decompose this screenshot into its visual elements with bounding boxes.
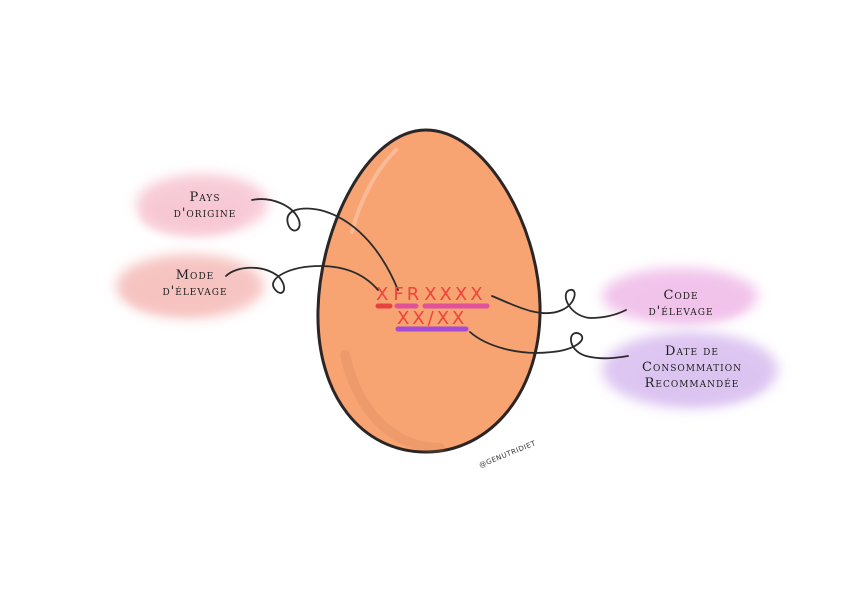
label-background-date <box>602 332 778 408</box>
egg-highlight <box>350 148 398 234</box>
code-underlines <box>375 303 490 332</box>
connector-pays <box>251 198 399 291</box>
label-mode-line-2: d'élevage <box>162 284 228 299</box>
label-date-consommation: Date de Consommation Recommandée <box>612 344 772 392</box>
label-background-pays <box>136 174 268 236</box>
label-date-line-3: Recommandée <box>644 376 740 391</box>
egg-shape <box>316 128 542 454</box>
label-code-line-2: d'élevage <box>648 304 714 319</box>
egg-shadow <box>340 350 445 453</box>
egg-code-line-2: XX/XX <box>397 309 467 329</box>
label-date-line-1: Date de <box>665 344 719 359</box>
label-background-code <box>602 268 758 324</box>
connector-code <box>491 289 627 319</box>
connector-mode <box>225 265 379 294</box>
label-mode-elevage: Mode d'élevage <box>140 268 250 300</box>
label-background-mode <box>116 254 264 318</box>
label-pays-line-2: d'origine <box>173 206 237 221</box>
label-code-elevage: Code d'élevage <box>626 288 736 320</box>
label-date-line-2: Consommation <box>642 360 742 375</box>
code-prefix: X <box>376 284 392 305</box>
label-pays-line-1: Pays <box>189 190 221 205</box>
label-mode-line-1: Mode <box>175 268 215 283</box>
connector-date <box>469 331 629 360</box>
egg <box>316 128 542 454</box>
code-farm: XXXX <box>424 284 486 305</box>
code-date: XX/XX <box>397 308 468 329</box>
connectors <box>225 198 629 360</box>
label-pays-origine: Pays d'origine <box>150 190 260 222</box>
code-country: FR <box>393 284 423 305</box>
label-code-line-1: Code <box>663 288 699 303</box>
